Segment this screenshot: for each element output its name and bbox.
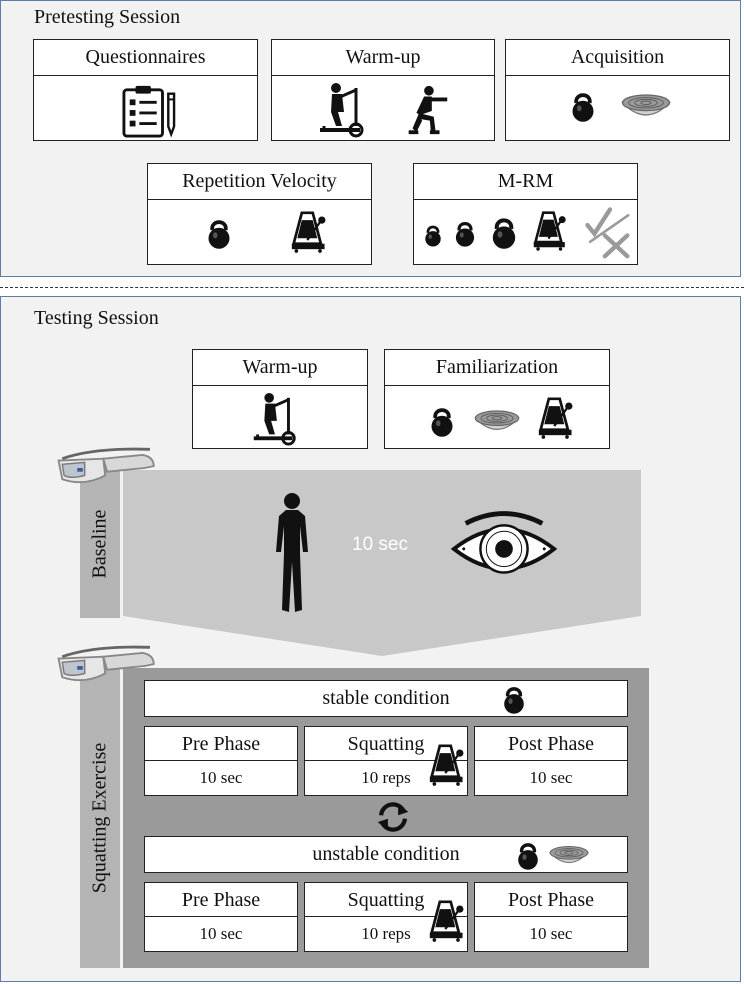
unstable-pre-phase-label: Pre Phase — [145, 883, 297, 917]
stable-squatting: Squatting 10 reps — [304, 726, 468, 796]
metronome-icon — [537, 394, 577, 440]
repetition-velocity-card: Repetition Velocity — [147, 163, 372, 265]
kettlebell-icon — [427, 402, 457, 440]
kettlebell-icon — [500, 682, 528, 716]
unstable-post-phase-label: Post Phase — [475, 883, 627, 917]
kettlebell-icon — [568, 88, 598, 124]
unstable-post-phase-value: 10 sec — [529, 924, 573, 943]
session-divider — [0, 287, 744, 288]
pretesting-session-title: Pretesting Session — [34, 6, 181, 28]
kettlebell-icon — [204, 214, 234, 252]
stable-pre-phase: Pre Phase 10 sec — [144, 726, 298, 796]
kettlebell-icon — [514, 838, 542, 872]
questionnaires-label: Questionnaires — [34, 40, 257, 76]
elliptical-trainer-icon — [249, 392, 299, 446]
familiarization-card: Familiarization — [384, 349, 610, 449]
metronome-icon — [428, 740, 468, 788]
pretest-warmup-label: Warm-up — [272, 40, 494, 76]
check-cross-icon — [584, 204, 636, 260]
mrm-card: M-RM — [413, 163, 638, 265]
stable-post-phase-label: Post Phase — [475, 727, 627, 761]
kettlebell-large-icon — [488, 212, 520, 252]
stable-squatting-label: Squatting — [305, 727, 467, 761]
familiarization-label: Familiarization — [385, 350, 609, 386]
metronome-icon — [532, 208, 570, 252]
pretest-warmup-card: Warm-up — [271, 39, 495, 141]
stable-pre-phase-value: 10 sec — [199, 768, 243, 787]
stable-post-phase: Post Phase 10 sec — [474, 726, 628, 796]
pretesting-session: Pretesting Session Questionnaires Warm-u… — [0, 0, 741, 277]
stable-squatting-value: 10 reps — [361, 768, 411, 787]
unstable-pre-phase-value: 10 sec — [199, 924, 243, 943]
questionnaires-card: Questionnaires — [33, 39, 258, 141]
testing-warmup-card: Warm-up — [192, 349, 368, 449]
acquisition-card: Acquisition — [505, 39, 730, 141]
eye-tracking-glasses-icon — [52, 440, 164, 496]
stable-condition-title: stable condition — [322, 687, 450, 709]
squat-icon — [402, 84, 452, 138]
stable-condition-box: stable condition — [144, 680, 628, 717]
balance-pad-icon — [473, 408, 521, 438]
clipboard-icon — [120, 84, 178, 138]
baseline-arrow-band — [123, 470, 641, 656]
unstable-condition-box: unstable condition — [144, 836, 628, 873]
mrm-label: M-RM — [414, 164, 637, 200]
squatting-label-bar: Squatting Exercise — [80, 668, 120, 968]
switch-cycle-icon — [376, 800, 410, 834]
stable-pre-phase-label: Pre Phase — [145, 727, 297, 761]
testing-session-title: Testing Session — [34, 307, 159, 329]
baseline-duration: 10 sec — [352, 534, 408, 555]
kettlebell-medium-icon — [452, 216, 478, 250]
stable-post-phase-value: 10 sec — [529, 768, 573, 787]
eye-icon — [450, 508, 558, 580]
unstable-pre-phase: Pre Phase 10 sec — [144, 882, 298, 952]
standing-person-icon — [272, 492, 312, 616]
balance-pad-icon — [548, 844, 590, 870]
unstable-condition-title: unstable condition — [312, 843, 460, 865]
metronome-icon — [428, 896, 468, 944]
squatting-exercise-label: Squatting Exercise — [88, 742, 111, 894]
testing-warmup-label: Warm-up — [193, 350, 367, 386]
repetition-velocity-label: Repetition Velocity — [148, 164, 371, 200]
unstable-squatting-label: Squatting — [305, 883, 467, 917]
elliptical-trainer-icon — [316, 82, 366, 138]
baseline-label: Baseline — [88, 509, 111, 579]
kettlebell-small-icon — [422, 220, 444, 250]
acquisition-label: Acquisition — [506, 40, 729, 76]
baseline-label-bar: Baseline — [80, 470, 120, 618]
unstable-post-phase: Post Phase 10 sec — [474, 882, 628, 952]
balance-pad-icon — [620, 92, 672, 124]
metronome-icon — [290, 208, 330, 254]
unstable-squatting-value: 10 reps — [361, 924, 411, 943]
